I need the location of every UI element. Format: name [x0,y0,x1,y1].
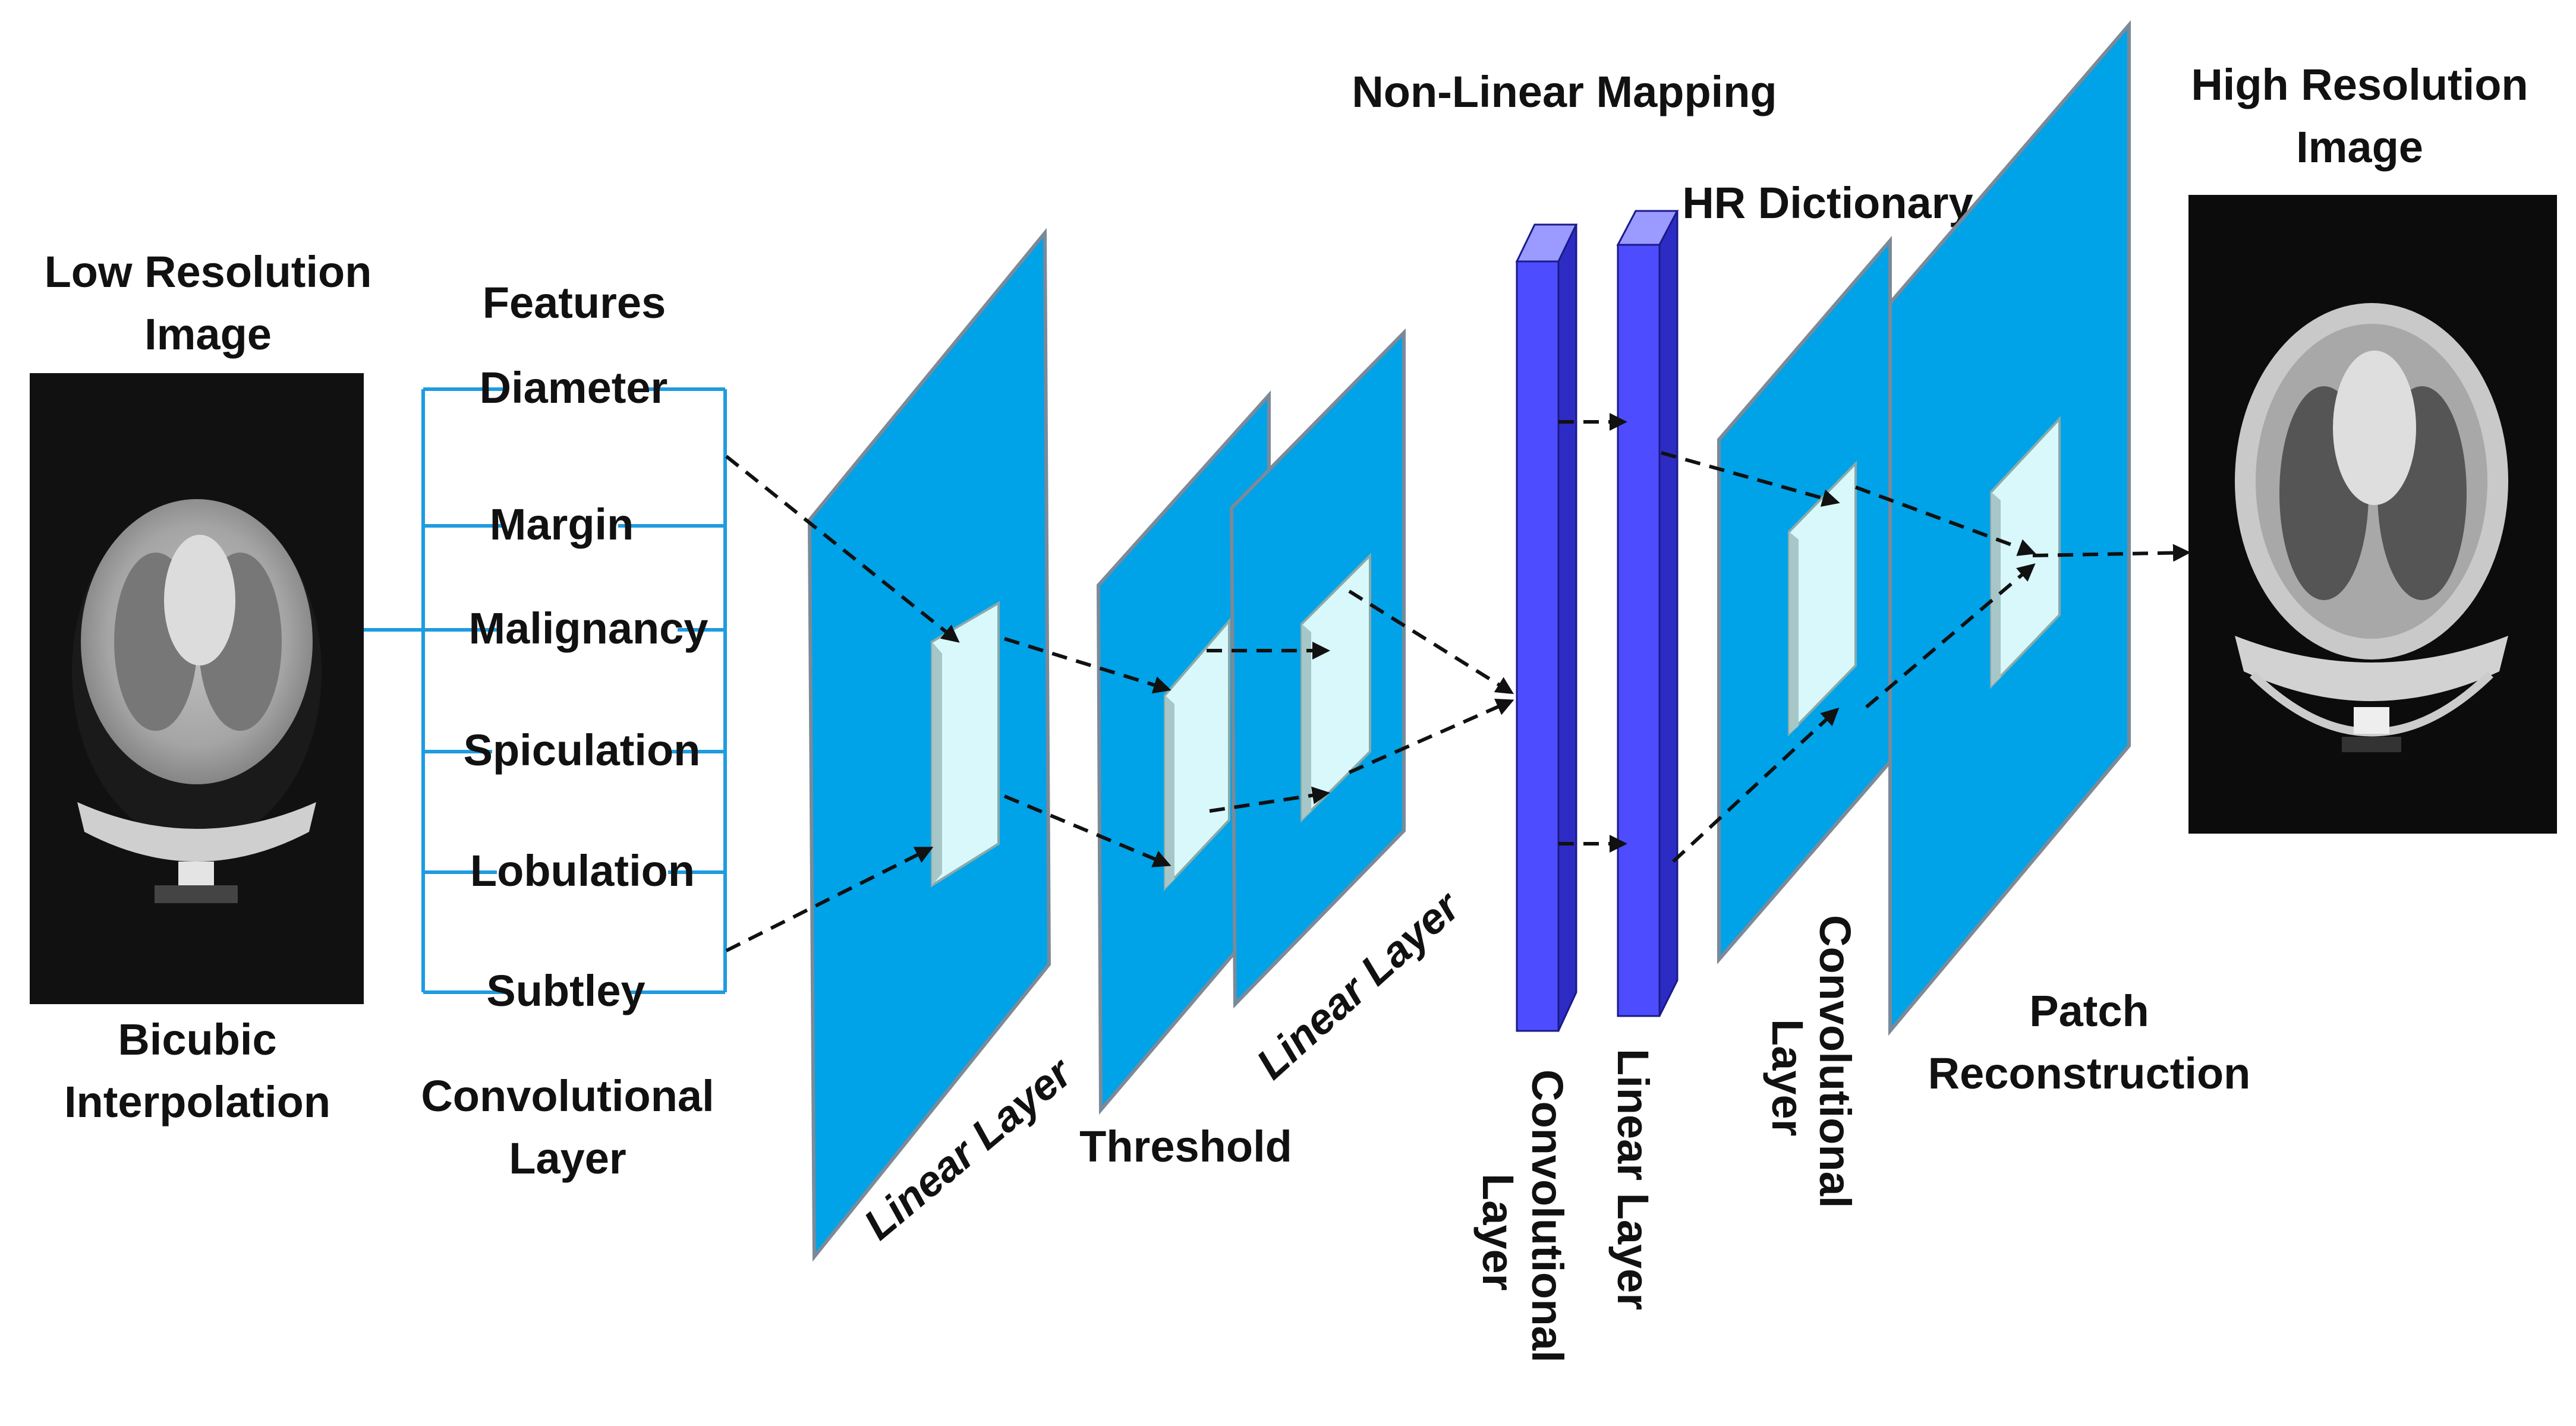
conv-bar-label-line1: Convolutional [1523,1070,1572,1362]
patch-label-line2: Reconstruction [1928,1049,2251,1098]
linear-layer-plane-2 [1229,328,1406,1009]
patch-label-line1: Patch [2029,986,2149,1036]
non-linear-mapping-title: Non-Linear Mapping [1352,67,1777,116]
convolutional-bar [1515,223,1578,1032]
feature-margin: Margin [490,500,634,549]
high-res-title-line2: Image [2296,122,2423,172]
high-res-ct-image [2188,195,2557,834]
feature-diameter: Diameter [480,363,668,412]
feature-malignancy: Malignancy [469,604,708,653]
bicubic-label-line1: Bicubic [118,1015,276,1064]
hr-conv-label-line2: Layer [1763,1019,1812,1136]
threshold-label: Threshold [1079,1122,1292,1171]
dashed-arrows [725,413,2191,952]
bicubic-label-line2: Interpolation [64,1077,330,1127]
hr-dictionary-title: HR Dictionary [1682,178,1973,228]
hr-conv-label-line1: Convolutional [1810,915,1860,1208]
linear-bar-label: Linear Layer [1608,1049,1658,1310]
low-res-title-line2: Image [144,310,272,359]
feature-spiculation: Spiculation [464,725,701,775]
feature-subtley: Subtley [486,966,645,1015]
hr-dictionary-plane [1717,235,1892,965]
linear-layer-plane-1 [807,228,1051,1262]
patch-reconstruction-plane [1888,20,2131,1036]
conv-layer-label-line1: Convolutional [421,1071,714,1121]
linear-bar [1616,210,1679,1017]
feature-lobulation: Lobulation [470,846,695,895]
threshold-plane [1096,390,1271,1115]
feature-bracket [364,387,727,994]
conv-bar-label-line2: Layer [1473,1173,1523,1291]
high-res-title-line1: High Resolution [2191,60,2528,109]
low-res-ct-image [30,373,364,1004]
features-title: Features [483,278,666,327]
conv-layer-label-line2: Layer [509,1134,626,1183]
low-res-title-line1: Low Resolution [45,247,372,296]
